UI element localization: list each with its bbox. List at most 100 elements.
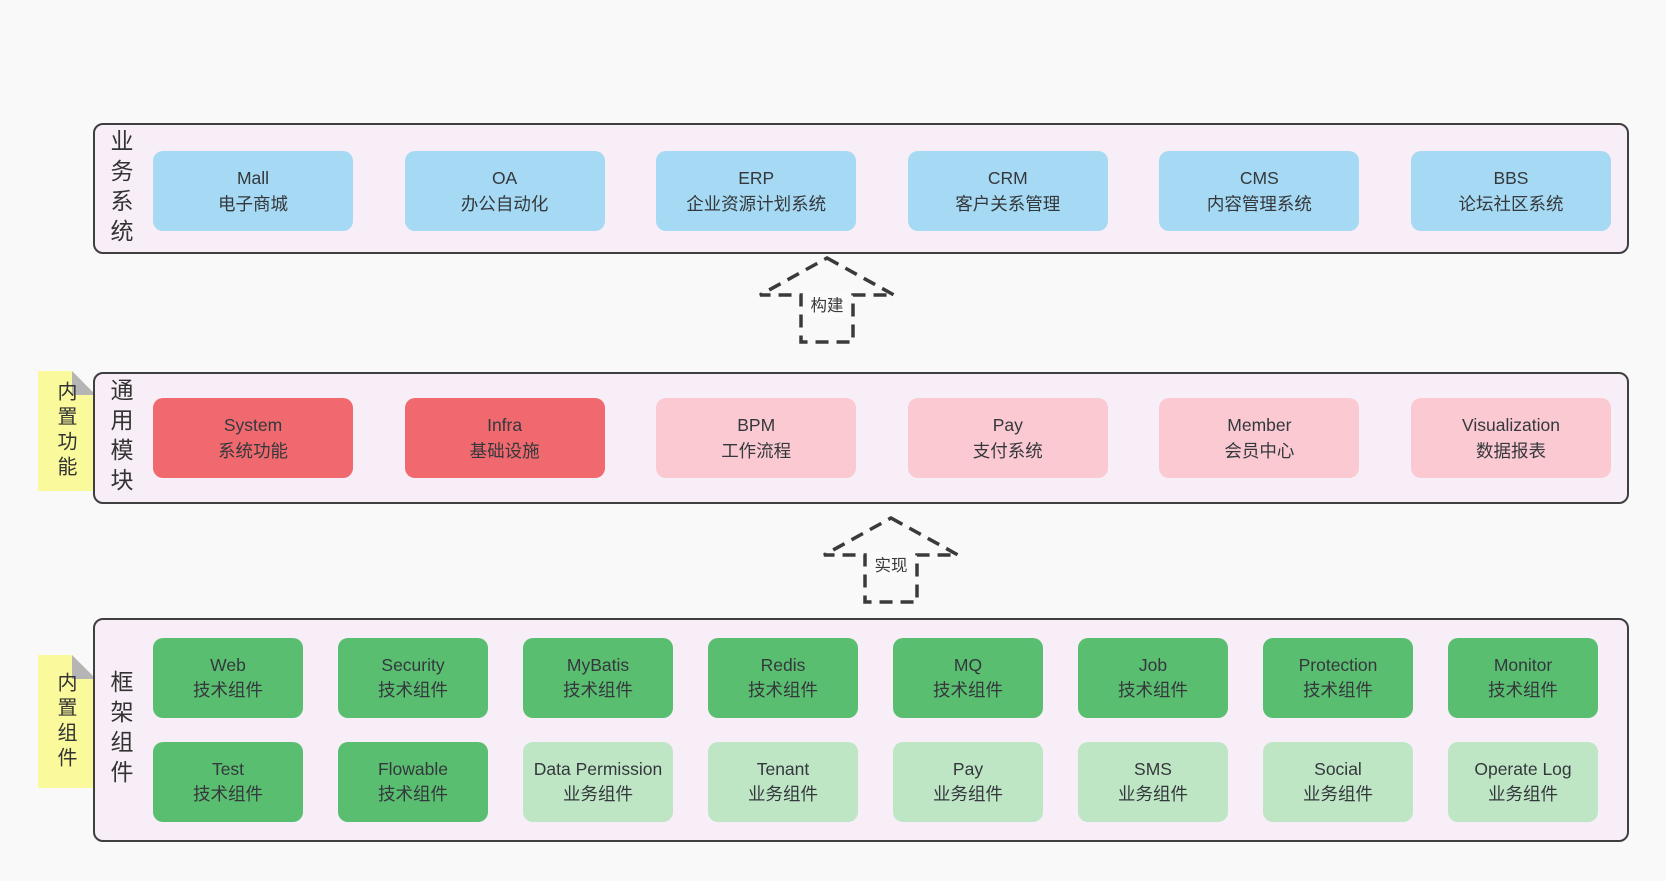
box-title: Security <box>381 655 445 676</box>
box-title: Member <box>1227 414 1292 435</box>
arrow-up-icon <box>759 256 895 344</box>
box-title: Social <box>1314 759 1362 780</box>
box-subtitle: 系统功能 <box>218 441 288 461</box>
box-social: Social 业务组件 <box>1263 742 1413 822</box>
box-title: SMS <box>1134 759 1172 780</box>
box-title: CMS <box>1239 167 1279 188</box>
box-subtitle: 会员中心 <box>1224 441 1295 461</box>
box-subtitle: 技术组件 <box>748 680 818 700</box>
box-title: Operate Log <box>1474 759 1572 780</box>
components-row-2: Test 技术组件 Flowable 技术组件 Data Permission … <box>153 742 1598 822</box>
box-subtitle: 技术组件 <box>378 784 448 804</box>
box-web: Web 技术组件 <box>153 638 303 718</box>
build-arrow: 构建 <box>757 255 897 347</box>
tag-built-in-components: 内置组件 <box>38 655 96 788</box>
box-subtitle: 技术组件 <box>193 784 263 804</box>
box-operate-log: Operate Log 业务组件 <box>1448 742 1598 822</box>
box-mq: MQ 技术组件 <box>893 638 1043 718</box>
box-title: Protection <box>1298 655 1378 676</box>
box-title: Monitor <box>1493 655 1553 676</box>
box-infra: Infra 基础设施 <box>404 398 605 478</box>
components-row-1: Web 技术组件 Security 技术组件 MyBatis 技术组件 Redi… <box>153 638 1598 718</box>
box-subtitle: 客户关系管理 <box>955 194 1061 214</box>
section-business-label: 业务系统 <box>107 128 133 249</box>
implement-arrow-label: 实现 <box>870 551 912 577</box>
box-subtitle: 业务组件 <box>1303 784 1373 804</box>
box-security: Security 技术组件 <box>338 638 488 718</box>
box-monitor: Monitor 技术组件 <box>1448 638 1598 718</box>
box-cms: CMS 内容管理系统 <box>1159 151 1360 231</box>
box-member: Member 会员中心 <box>1159 398 1360 478</box>
box-system: System 系统功能 <box>153 398 353 478</box>
box-subtitle: 支付系统 <box>972 441 1043 461</box>
section-business-systems: 业务系统 Mall 电子商城 OA 办公自动化 ERP 企业资源计划系统 CRM… <box>93 123 1629 254</box>
box-visualization: Visualization 数据报表 <box>1410 398 1611 478</box>
box-mybatis: MyBatis 技术组件 <box>523 638 673 718</box>
box-title: CRM <box>987 167 1028 188</box>
box-subtitle: 业务组件 <box>748 784 818 804</box>
tag-text: 内置组件 <box>54 671 76 772</box>
box-title: MyBatis <box>566 655 630 676</box>
box-title: ERP <box>738 167 775 188</box>
box-title: Visualization <box>1462 414 1560 435</box>
box-title: Redis <box>760 655 806 676</box>
box-subtitle: 业务组件 <box>563 784 633 804</box>
section-common-modules: 通用模块 System 系统功能 Infra 基础设施 BPM 工作流程 Pay… <box>93 372 1629 504</box>
box-pay-component: Pay 业务组件 <box>893 742 1043 822</box>
box-title: BPM <box>737 414 776 435</box>
box-title: Pay <box>992 414 1023 435</box>
box-title: Tenant <box>756 759 810 780</box>
box-subtitle: 技术组件 <box>1488 680 1558 700</box>
box-title: Flowable <box>377 759 449 780</box>
box-test: Test 技术组件 <box>153 742 303 822</box>
box-subtitle: 技术组件 <box>193 680 263 700</box>
tag-built-in-features: 内置功能 <box>38 371 96 491</box>
arrow-up-icon <box>823 516 959 604</box>
modules-box-row: System 系统功能 Infra 基础设施 BPM 工作流程 Pay 支付系统… <box>153 398 1611 478</box>
box-redis: Redis 技术组件 <box>708 638 858 718</box>
box-tenant: Tenant 业务组件 <box>708 742 858 822</box>
section-components-label: 框架组件 <box>107 670 133 790</box>
box-subtitle: 业务组件 <box>1118 784 1188 804</box>
box-subtitle: 业务组件 <box>1488 784 1558 804</box>
box-protection: Protection 技术组件 <box>1263 638 1413 718</box>
box-crm: CRM 客户关系管理 <box>907 151 1108 231</box>
box-subtitle: 技术组件 <box>378 680 448 700</box>
box-subtitle: 技术组件 <box>1118 680 1188 700</box>
box-bbs: BBS 论坛社区系统 <box>1410 151 1611 231</box>
box-title: Pay <box>952 759 984 780</box>
box-sms: SMS 业务组件 <box>1078 742 1228 822</box>
box-data-permission: Data Permission 业务组件 <box>523 742 673 822</box>
box-job: Job 技术组件 <box>1078 638 1228 718</box>
box-mall: Mall 电子商城 <box>153 151 353 231</box>
box-subtitle: 技术组件 <box>563 680 633 700</box>
box-title: MQ <box>953 655 983 676</box>
box-oa: OA 办公自动化 <box>404 151 605 231</box>
box-title: System <box>223 414 283 435</box>
box-title: Data Permission <box>533 759 663 780</box>
box-title: Mall <box>236 167 270 188</box>
tag-text: 内置功能 <box>54 381 76 481</box>
build-arrow-label: 构建 <box>806 291 848 317</box>
box-subtitle: 电子商城 <box>218 194 288 214</box>
section-modules-label: 通用模块 <box>107 378 133 498</box>
box-erp: ERP 企业资源计划系统 <box>656 151 857 231</box>
box-title: Test <box>211 759 245 780</box>
box-subtitle: 论坛社区系统 <box>1458 194 1564 214</box>
box-flowable: Flowable 技术组件 <box>338 742 488 822</box>
box-title: BBS <box>1493 167 1529 188</box>
section-framework-components: 框架组件 Web 技术组件 Security 技术组件 MyBatis 技术组件… <box>93 618 1629 842</box>
box-pay-system: Pay 支付系统 <box>907 398 1108 478</box>
box-subtitle: 企业资源计划系统 <box>686 194 827 214</box>
box-subtitle: 工作流程 <box>721 441 792 461</box>
business-box-row: Mall 电子商城 OA 办公自动化 ERP 企业资源计划系统 CRM 客户关系… <box>153 151 1611 231</box>
box-subtitle: 基础设施 <box>469 441 540 461</box>
box-subtitle: 技术组件 <box>933 680 1003 700</box>
box-subtitle: 办公自动化 <box>460 194 549 214</box>
box-title: Job <box>1138 655 1168 676</box>
box-title: Infra <box>487 414 523 435</box>
box-subtitle: 内容管理系统 <box>1206 194 1312 214</box>
box-subtitle: 数据报表 <box>1475 441 1546 461</box>
box-title: OA <box>491 167 518 188</box>
implement-arrow: 实现 <box>821 515 961 607</box>
